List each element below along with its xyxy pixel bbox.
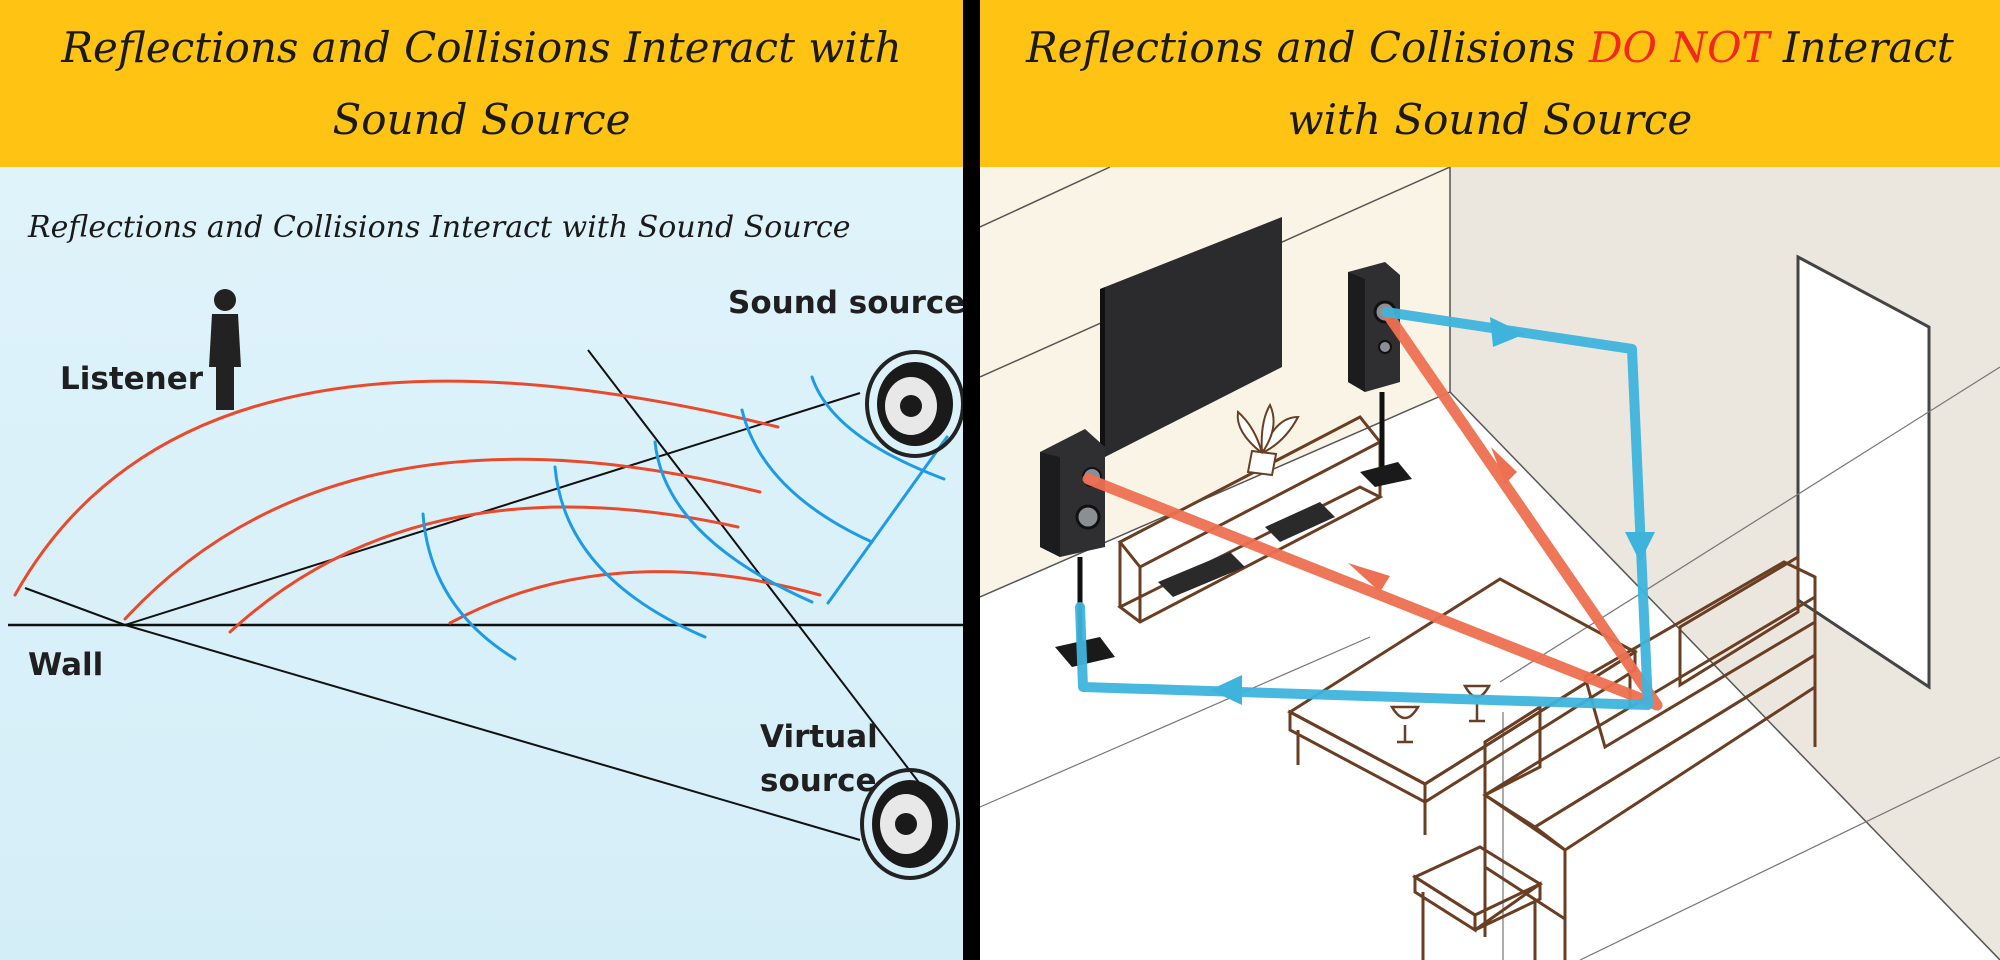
image-path-line [124,624,861,841]
listener-label: Listener [60,361,204,397]
right-speaker-icon [1348,262,1412,487]
reflected-path-arrows [1210,317,1655,705]
right-banner-title-part1: Reflections and Collisions [1026,22,1576,72]
sound-source-speaker-icon [865,350,963,458]
left-panel: Reflections and Collisions Interact with… [0,0,963,960]
direct-sound-paths [1082,306,1663,711]
right-banner-title-part2: Interact with Sound Source [1287,22,1954,144]
left-wall-ray [24,587,126,626]
listener-figure [209,289,241,410]
direct-wavefronts [13,379,822,634]
reflection-diagram: Reflections and Collisions Interact with… [0,167,963,960]
panel-divider [963,0,980,960]
door-frame [1796,254,1931,690]
right-panel: Reflections and Collisions DO NOT Intera… [980,0,2000,960]
right-banner: Reflections and Collisions DO NOT Intera… [980,0,2000,167]
direct-path-line [124,392,861,626]
reflected-sound-path [1075,307,1653,710]
left-speaker-icon [1040,429,1115,667]
left-banner: Reflections and Collisions Interact with… [0,0,963,167]
wall-label: Wall [28,647,103,683]
sofa [1482,554,1817,960]
plant-icon [1236,402,1300,477]
sound-source-label: Sound source [728,285,963,321]
floor-grid [980,366,2000,960]
virtual-source-speaker-icon [860,768,960,880]
room-illustration [980,167,2000,960]
right-banner-title: Reflections and Collisions DO NOT Intera… [1011,12,1970,156]
left-banner-title: Reflections and Collisions Interact with… [61,22,902,144]
direct-path-arrows [1348,447,1517,592]
diagram-title: Reflections and Collisions Interact with… [27,210,851,245]
tv-edge [1100,287,1105,459]
side-stool [1411,845,1544,960]
right-banner-title-highlight: DO NOT [1588,22,1770,72]
reflected-wavefronts [421,375,949,661]
tv-screen [1105,217,1282,457]
av-receivers [1158,502,1335,597]
